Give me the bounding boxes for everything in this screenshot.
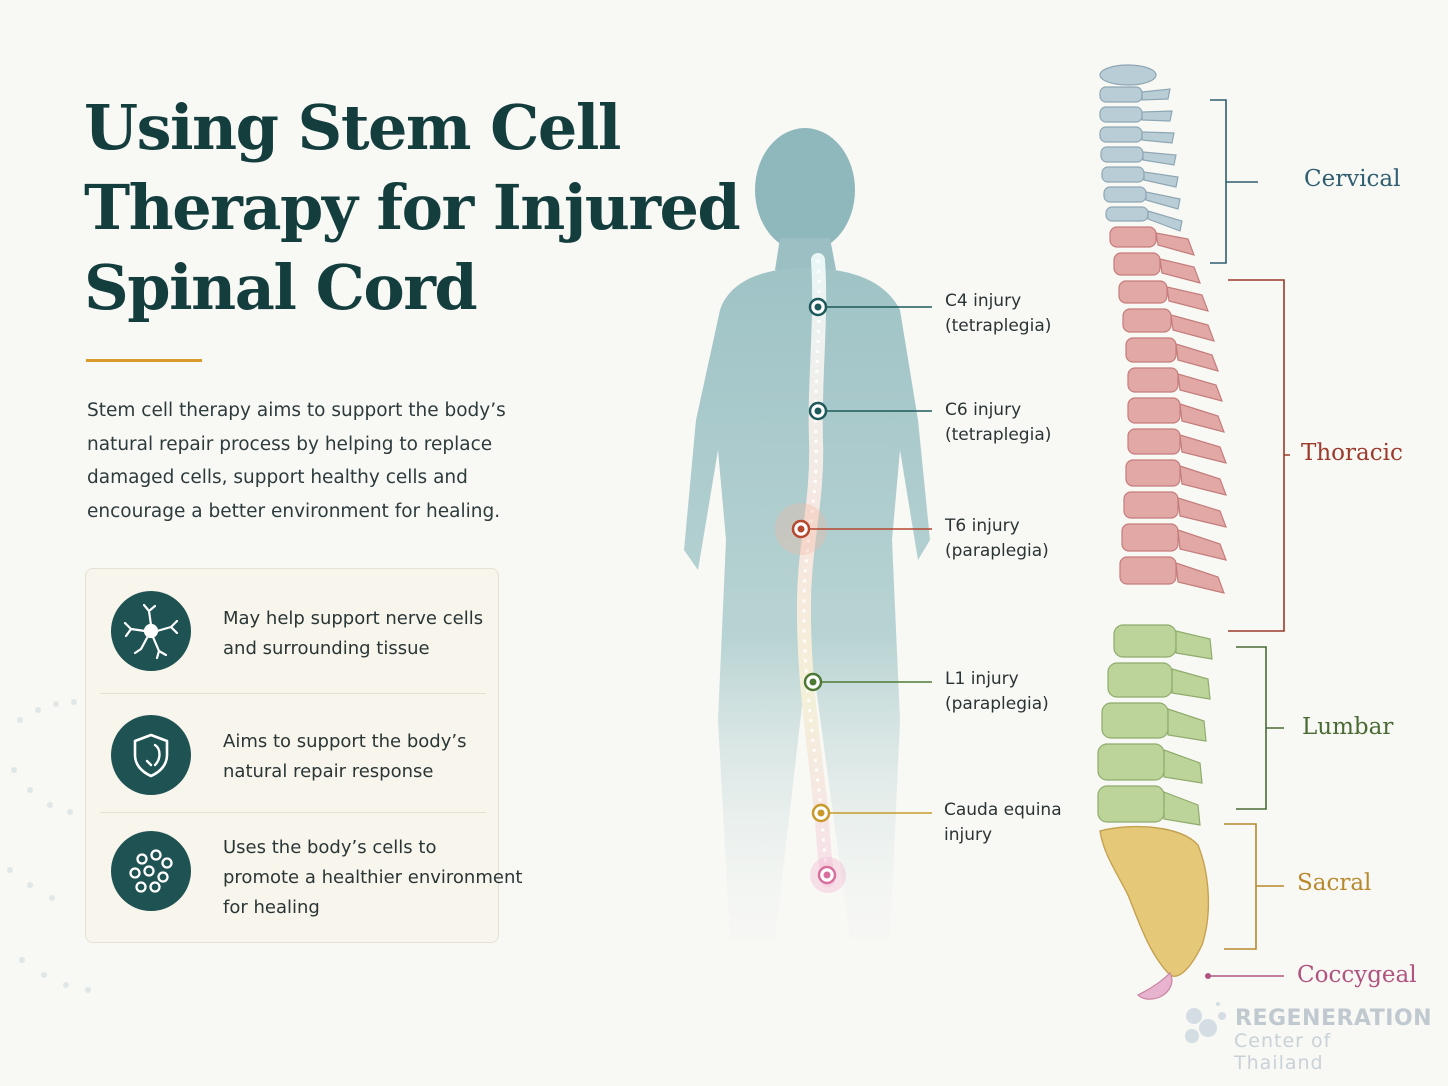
benefit-line: natural repair response [223, 761, 434, 782]
cells-icon [111, 831, 191, 911]
injury-type: (paraplegia) [945, 694, 1049, 714]
injury-label-t6: T6 injury (paraplegia) [945, 514, 1049, 564]
region-label-coccygeal: Coccygeal [1297, 962, 1417, 988]
benefit-line: Aims to support the body’s [223, 731, 467, 752]
neuron-icon [111, 591, 191, 671]
lumbar-vertebrae [1097, 624, 1213, 826]
injury-label-cauda-equina: Cauda equina injury [944, 798, 1062, 848]
injury-label-l1: L1 injury (paraplegia) [945, 667, 1049, 717]
benefit-text: Aims to support the body’s natural repai… [223, 727, 493, 787]
region-label-lumbar: Lumbar [1302, 714, 1394, 740]
title-line: Spinal Cord [84, 251, 478, 324]
page-title: Using Stem Cell Therapy for Injured Spin… [84, 88, 741, 328]
injury-name: T6 injury [945, 516, 1020, 536]
lumbar-bracket [1236, 646, 1284, 810]
benefit-line: for healing [223, 897, 320, 918]
injury-type: (tetraplegia) [945, 316, 1052, 336]
shield-icon [111, 715, 191, 795]
region-label-cervical: Cervical [1304, 166, 1401, 192]
injury-label-c6: C6 injury (tetraplegia) [945, 398, 1051, 448]
logo-subtitle: Center of Thailand [1234, 1030, 1332, 1074]
brand-logo: REGENERATION Center of Thailand [1178, 1002, 1432, 1074]
sacrum [1099, 825, 1210, 977]
injury-name: L1 injury [945, 669, 1019, 689]
thoracic-vertebrae [1109, 226, 1227, 594]
intro-line: encourage a better environment for heali… [87, 500, 501, 522]
title-line: Therapy for Injured [84, 171, 741, 244]
injury-type: (paraplegia) [945, 541, 1049, 561]
intro-line: Stem cell therapy aims to support the bo… [87, 400, 506, 421]
injury-type: (tetraplegia) [945, 425, 1052, 445]
region-label-thoracic: Thoracic [1301, 440, 1403, 466]
hexagon-logo-icon [1185, 1002, 1226, 1043]
logo-brand-name: REGENERATION [1235, 1006, 1433, 1031]
benefit-line: Uses the body’s cells to [223, 837, 437, 858]
intro-line: natural repair process by helping to rep… [87, 433, 493, 455]
region-label-sacral: Sacral [1297, 870, 1372, 896]
injury-name: C6 injury [945, 400, 1022, 420]
intro-paragraph: Stem cell therapy aims to support the bo… [87, 394, 507, 528]
human-figure-illustration [684, 128, 932, 940]
benefit-line: May help support nerve cells [223, 608, 484, 629]
benefit-line: and surrounding tissue [223, 638, 430, 659]
thoracic-bracket [1228, 279, 1290, 632]
injury-name: C4 injury [945, 291, 1022, 311]
coccyx [1136, 972, 1173, 1000]
benefit-text: May help support nerve cells and surroun… [223, 604, 493, 664]
benefit-divider [100, 812, 486, 813]
benefits-card: May help support nerve cells and surroun… [85, 568, 523, 943]
title-accent-rule [86, 359, 202, 362]
spine-illustration [1097, 64, 1290, 1000]
cervical-bracket [1210, 99, 1258, 264]
injury-name: Cauda equina [944, 800, 1062, 820]
cervical-vertebrae [1099, 64, 1183, 232]
benefit-divider [100, 693, 486, 694]
sacral-bracket [1224, 823, 1284, 950]
benefit-text: Uses the body’s cells to promote a healt… [223, 833, 523, 923]
benefit-line: promote a healthier environment [223, 867, 523, 888]
injury-type: injury [944, 825, 993, 845]
title-line: Using Stem Cell [84, 91, 621, 164]
injury-markers [791, 297, 837, 885]
background-dot-pattern [7, 699, 113, 993]
intro-line: damaged cells, support healthy cells and [87, 467, 468, 488]
injury-label-c4: C4 injury (tetraplegia) [945, 289, 1051, 339]
